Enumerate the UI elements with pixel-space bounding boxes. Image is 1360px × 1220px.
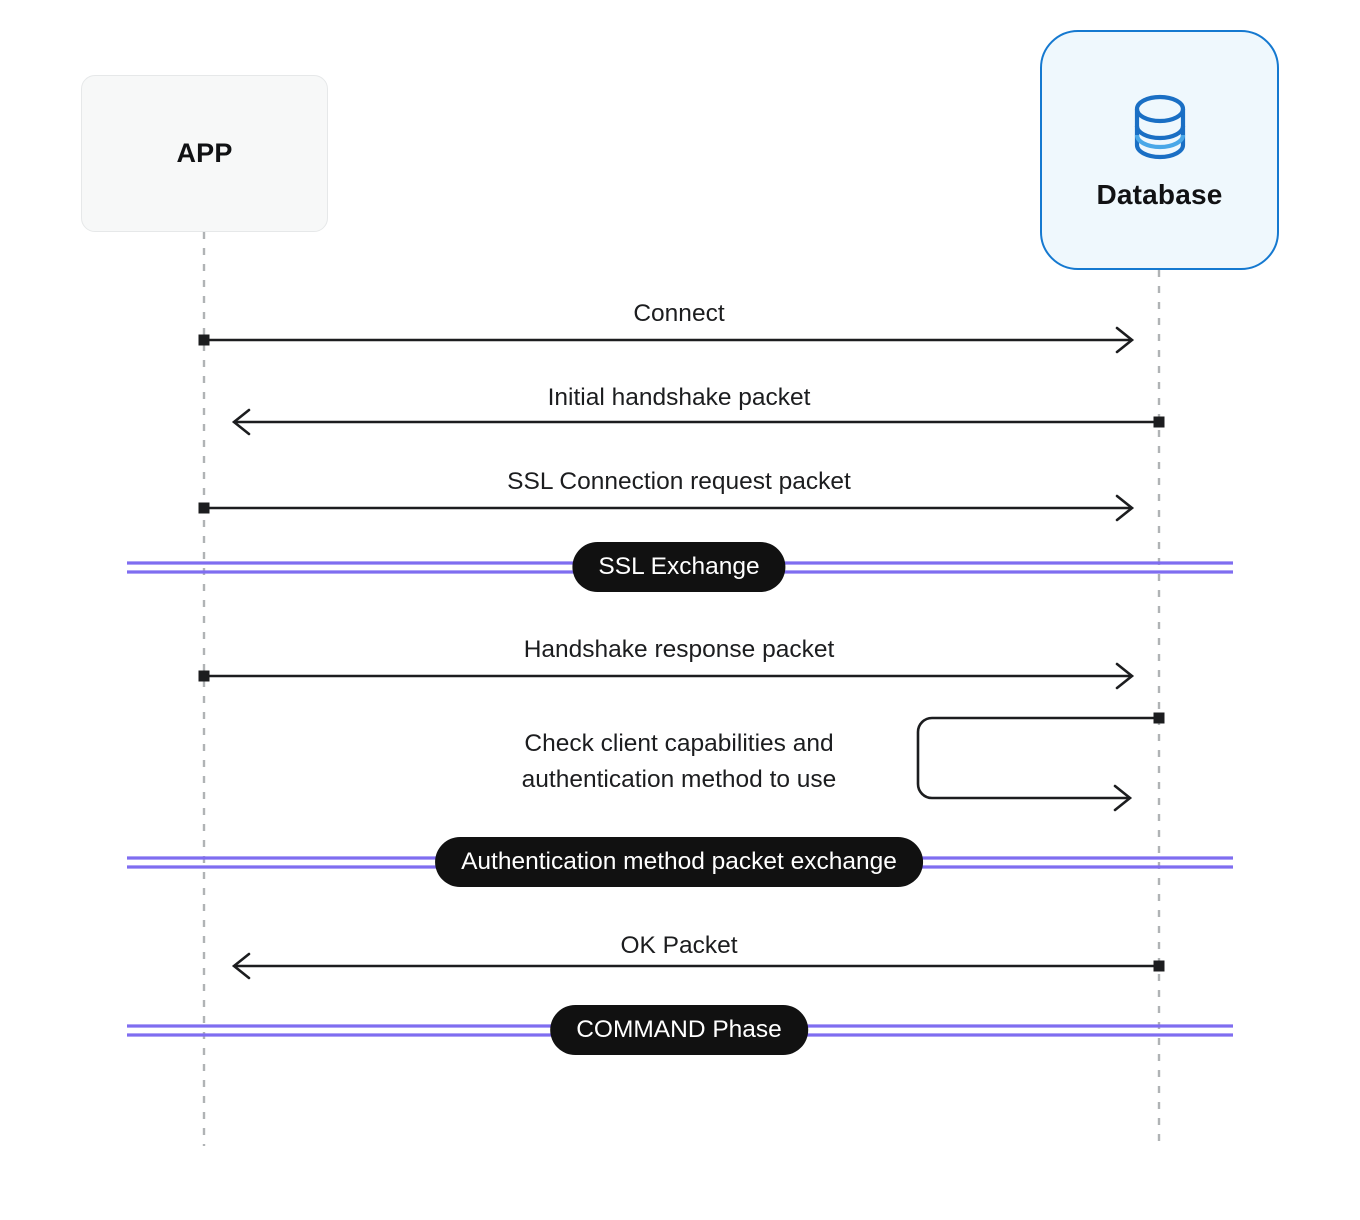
message-label-handshake-response-packet: Handshake response packet [523, 636, 835, 663]
message-arrow-ok-packet [231, 952, 1165, 980]
arrowhead-left [231, 408, 251, 436]
message-self-loop-check-client-capabilities [916, 712, 1165, 812]
self-loop-path [916, 716, 1159, 800]
message-label-ssl-connection-request-packet: SSL Connection request packet [507, 468, 851, 495]
database-cylinder-icon [1129, 92, 1191, 167]
note-line-2: authentication method to use [521, 766, 837, 793]
participant-database[interactable]: Database [1040, 30, 1279, 270]
note-check-client-capabilities: Check client capabilities and authentica… [449, 726, 909, 798]
arrowhead-right [1115, 662, 1135, 690]
message-label-connect: Connect [633, 300, 725, 327]
participant-database-label: Database [1096, 178, 1223, 210]
arrowhead-left [231, 952, 251, 980]
arrowhead-right [1115, 326, 1135, 354]
arrowhead-right [1113, 784, 1133, 812]
participant-app[interactable]: APP [81, 75, 328, 232]
phase-pill-ssl-exchange[interactable]: SSL Exchange [572, 542, 786, 592]
note-line-1: Check client capabilities and [524, 730, 834, 757]
phase-pill-authentication-method-packet-exchange[interactable]: Authentication method packet exchange [435, 837, 923, 887]
message-arrow-handshake-response-packet [198, 662, 1135, 690]
arrowhead-right [1115, 494, 1135, 522]
message-arrow-initial-handshake-packet [231, 408, 1165, 436]
message-arrow-connect [198, 326, 1135, 354]
message-arrow-ssl-connection-request-packet [198, 494, 1135, 522]
phase-pill-command-phase[interactable]: COMMAND Phase [550, 1005, 808, 1055]
participant-app-label: APP [176, 138, 233, 168]
message-label-ok-packet: OK Packet [620, 932, 738, 959]
message-label-initial-handshake-packet: Initial handshake packet [547, 384, 811, 411]
